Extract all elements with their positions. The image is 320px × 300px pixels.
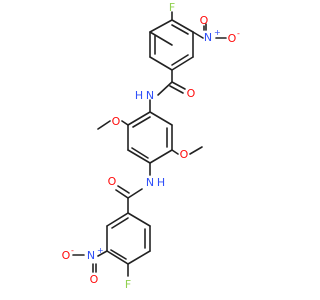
bond-carbonyl-n-top <box>157 81 173 96</box>
nitro-nitrogen-top-charge: + <box>214 28 221 37</box>
bond-carbonyl-o-bottom-double <box>117 185 130 194</box>
molecule-structure: F N + O O - O N H O O N H O N + O - O F <box>62 1 240 291</box>
fluorine-atom-top: F <box>169 1 175 14</box>
bond-c-n-bottom <box>97 250 108 257</box>
bond-nh-carbonyl-bottom <box>127 188 143 199</box>
bond-ring-o-meo-left <box>121 120 129 126</box>
bond-ring-o-meo-right <box>171 149 179 155</box>
nitro-oxygen-bottom-left-charge: - <box>71 246 74 255</box>
top-fluoronitrophenyl-ring <box>149 19 194 71</box>
bond-carbonyl-o-bottom <box>115 189 129 199</box>
nitro-oxygen-bottom-down: O <box>90 273 99 286</box>
amide-hydrogen-top: H <box>135 89 143 102</box>
nitro-nitrogen-bottom: N <box>87 249 95 262</box>
nitro-oxygen-top-charge: - <box>237 29 240 38</box>
bond-c-n-top <box>192 31 204 39</box>
bond-meo-left-methyl <box>97 120 111 130</box>
bond-carbonyl-o-top <box>171 81 186 90</box>
bond-carbonyl-o-top-double <box>169 85 184 94</box>
carbonyl-oxygen-top: O <box>187 87 196 100</box>
fluorine-atom-bottom: F <box>125 278 131 291</box>
amide-hydrogen-bottom: H <box>157 176 165 189</box>
nitro-nitrogen-bottom-charge: + <box>97 246 104 255</box>
central-dimethoxyphenyl-ring <box>127 111 173 164</box>
nitro-oxygen-top-right: O <box>228 32 237 45</box>
bottom-fluoronitrophenyl-ring <box>106 212 151 265</box>
amide-nitrogen-bottom: N <box>146 176 154 189</box>
nitro-nitrogen-top: N <box>204 31 212 44</box>
bond-meo-right-methyl <box>189 146 203 155</box>
carbonyl-oxygen-bottom: O <box>108 175 117 188</box>
methoxy-oxygen-right: O <box>180 148 189 161</box>
nitro-oxygen-top-up: O <box>200 14 209 27</box>
nitro-oxygen-bottom-left: O <box>62 249 71 262</box>
amide-nitrogen-top: N <box>146 89 154 102</box>
methoxy-oxygen-left: O <box>112 115 121 128</box>
